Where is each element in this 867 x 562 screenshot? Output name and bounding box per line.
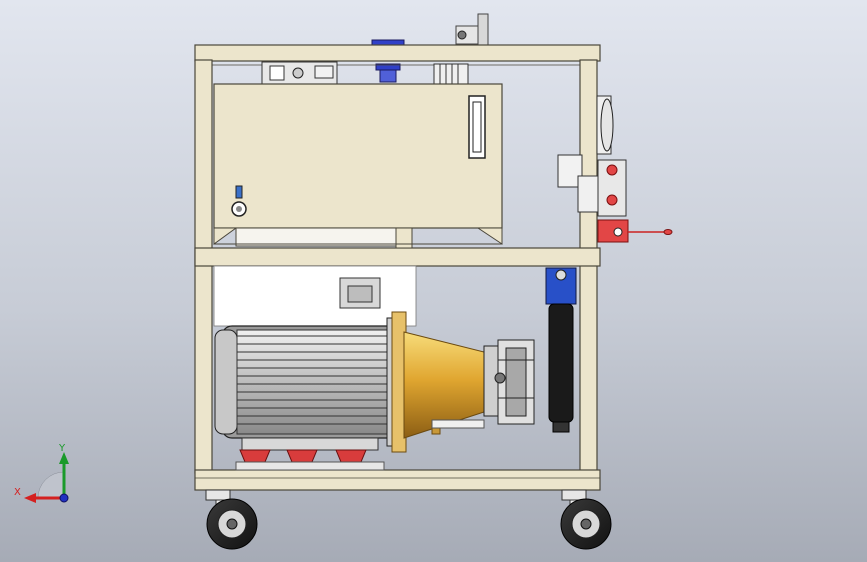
anti-vibration-mounts	[235, 449, 385, 471]
return-line-fitting[interactable]	[455, 13, 489, 47]
hydraulic-pump[interactable]	[483, 339, 535, 425]
bell-housing[interactable]	[391, 311, 485, 453]
x-axis-label: X	[14, 487, 21, 498]
y-axis-label: Y	[58, 443, 66, 454]
y-axis-arrow-icon	[59, 452, 69, 464]
temperature-sensor	[235, 185, 243, 199]
pressure-gauge[interactable]	[596, 95, 614, 155]
orientation-triad[interactable]: Y X	[14, 443, 69, 503]
z-axis-dot-icon	[59, 493, 69, 503]
electric-motor[interactable]	[214, 277, 404, 451]
valve-block[interactable]	[557, 154, 673, 243]
tank-top-valves[interactable]	[261, 61, 469, 85]
cooling-fins	[236, 329, 388, 435]
caster-wheel-right[interactable]	[560, 489, 612, 550]
level-gauge	[468, 95, 486, 159]
caster-wheel-left[interactable]	[205, 489, 258, 550]
skid-frame[interactable]	[194, 44, 601, 491]
return-filter[interactable]	[545, 267, 577, 433]
lower-back-panel	[213, 265, 417, 327]
pump-support	[431, 419, 485, 429]
x-axis-arrow-icon	[24, 493, 36, 503]
oil-tank[interactable]	[213, 83, 503, 249]
